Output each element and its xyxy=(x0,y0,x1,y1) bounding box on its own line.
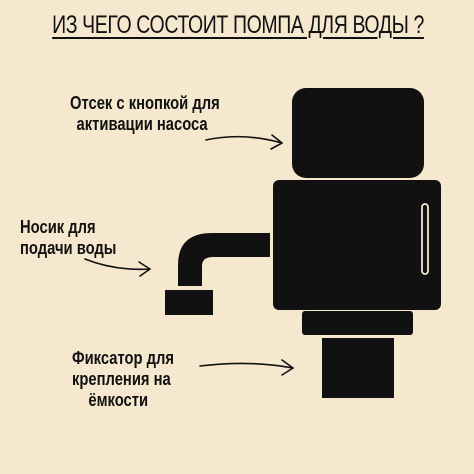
arrow-head xyxy=(270,134,283,150)
indicator-slot-shape xyxy=(421,203,429,275)
arrow-head xyxy=(281,359,294,376)
clamp-shape xyxy=(322,338,394,398)
arrow-button-compartment xyxy=(205,135,283,144)
label-line: Фиксатор для xyxy=(72,348,174,368)
label-clamp: Фиксатор для крепления на ёмкости xyxy=(72,348,174,411)
label-spout: Носик для подачи воды xyxy=(20,217,116,259)
label-line: Носик для xyxy=(20,217,96,237)
spout-shape xyxy=(178,233,270,286)
page-title: ИЗ ЧЕГО СОСТОИТ ПОМПА ДЛЯ ВОДЫ ? xyxy=(52,11,424,40)
label-line: крепления на xyxy=(72,369,171,389)
button-compartment-shape xyxy=(292,88,424,178)
spout-tip-shape xyxy=(165,290,213,315)
page-title-text: ИЗ ЧЕГО СОСТОИТ ПОМПА ДЛЯ ВОДЫ ? xyxy=(52,11,424,39)
arrow-clamp xyxy=(199,362,294,369)
arrow-head xyxy=(138,261,151,277)
label-button-compartment: Отсек с кнопкой для активации насоса xyxy=(70,93,220,135)
collar-shape xyxy=(302,311,413,335)
pump-body-shape xyxy=(273,180,441,310)
label-line: подачи воды xyxy=(20,238,117,258)
arrow-spout xyxy=(84,258,151,271)
label-line: активации насоса xyxy=(76,114,208,134)
label-line: ёмкости xyxy=(88,390,149,410)
label-line: Отсек с кнопкой для xyxy=(70,93,220,113)
